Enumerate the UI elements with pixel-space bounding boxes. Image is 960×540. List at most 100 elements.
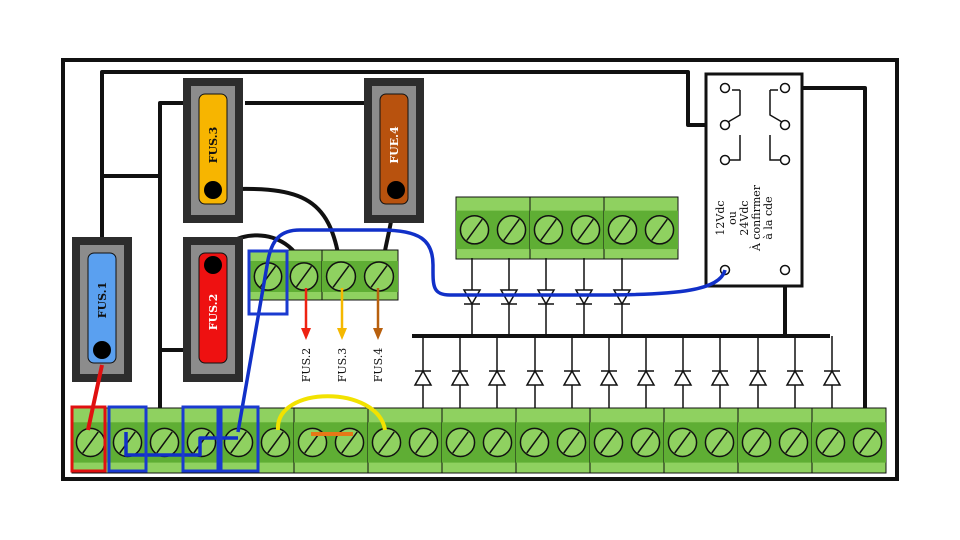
relay-line-4: À confirmer <box>749 184 763 252</box>
relay-coil-text: 12Vdc ou 24Vdc À confirmer à la cde <box>714 184 775 252</box>
upper-terminal-block-unit <box>603 196 679 260</box>
terminal-screw[interactable] <box>260 427 291 458</box>
fuse-label-2: FUS.2 <box>207 294 220 330</box>
fuse-holder-4: FUE.4 <box>364 78 424 223</box>
fuse-label-1: FUS.1 <box>96 282 109 318</box>
output-label-fus4: FUS.4 <box>372 348 385 383</box>
fuse-terminal-1 <box>93 341 111 359</box>
fuse-label-4: FUE.4 <box>388 126 401 164</box>
fuse-terminal-4 <box>387 181 405 199</box>
terminal-screw[interactable] <box>445 427 476 458</box>
fuse-terminal-3 <box>204 181 222 199</box>
relay-line-3: 24Vdc <box>738 200 751 235</box>
diode <box>710 336 730 420</box>
terminal-screw[interactable] <box>815 427 846 458</box>
diode <box>413 336 433 420</box>
upper-terminal-block-unit <box>455 196 531 260</box>
fuse-body-2[interactable] <box>198 252 228 364</box>
terminal-screw[interactable] <box>778 427 809 458</box>
wire-blue-bridge <box>124 432 238 457</box>
enclosure-border <box>61 58 899 481</box>
fuse-label-3: FUS.3 <box>207 127 220 163</box>
relay-line-1: 12Vdc <box>714 200 727 235</box>
output-label-fus3: FUS.3 <box>336 348 349 383</box>
bottom-terminal-block <box>293 407 369 474</box>
highlight-blue-3 <box>219 405 260 473</box>
fuse-output-block-b <box>321 249 399 301</box>
terminal-screw[interactable] <box>363 261 395 292</box>
wire-yellow-bridge <box>275 394 387 431</box>
diode <box>462 258 482 336</box>
diode <box>487 336 507 420</box>
terminal-screw[interactable] <box>593 427 624 458</box>
terminal-screw[interactable] <box>149 427 180 458</box>
diode <box>673 336 693 420</box>
diode <box>599 336 619 420</box>
highlight-red <box>70 405 107 473</box>
terminal-screw[interactable] <box>570 215 601 245</box>
upper-diodes <box>462 258 632 336</box>
fuse-output-terminal-block <box>249 249 399 301</box>
fuse-body-3[interactable] <box>198 93 228 205</box>
fuse-body-1[interactable] <box>87 252 117 364</box>
terminal-screw[interactable] <box>533 215 564 245</box>
terminal-screw[interactable] <box>607 215 638 245</box>
bottom-terminal-block <box>589 407 665 474</box>
terminal-screw[interactable] <box>741 427 772 458</box>
diode <box>499 258 519 336</box>
bottom-terminal-block <box>663 407 739 474</box>
terminal-screw[interactable] <box>223 427 254 458</box>
diode <box>525 336 545 420</box>
terminal-screw[interactable] <box>408 427 439 458</box>
diode <box>574 258 594 336</box>
wire-relay-to-last-terminal <box>785 86 867 432</box>
relay-line-2: ou <box>726 211 739 225</box>
fuse-holder-1: FUS.1 <box>72 237 132 382</box>
diode <box>636 336 656 420</box>
blue-wires <box>124 228 727 457</box>
terminal-screw[interactable] <box>289 262 319 291</box>
upper-terminal-block <box>455 196 679 260</box>
diode <box>785 336 805 420</box>
output-label-fus2: FUS.2 <box>300 348 313 383</box>
terminal-screw[interactable] <box>630 427 661 458</box>
fuse-terminal-2 <box>204 256 222 274</box>
relay-line-5: à la cde <box>762 196 775 239</box>
terminal-screw[interactable] <box>325 261 357 292</box>
relay: 12Vdc ou 24Vdc À confirmer à la cde <box>704 72 804 288</box>
bottom-terminal-block <box>737 407 813 474</box>
terminal-screw[interactable] <box>371 427 402 458</box>
terminal-screw[interactable] <box>704 427 735 458</box>
highlight-boxes <box>70 249 289 473</box>
bottom-terminal-strip <box>71 407 887 474</box>
bottom-terminal-block <box>515 407 591 474</box>
terminal-screw[interactable] <box>644 215 675 245</box>
terminal-screw[interactable] <box>519 427 550 458</box>
highlight-blue-1 <box>107 405 148 473</box>
bottom-terminal-block <box>811 407 887 474</box>
diode <box>536 258 556 336</box>
terminal-screw[interactable] <box>852 427 883 458</box>
terminal-screw[interactable] <box>482 427 513 458</box>
diode <box>562 336 582 420</box>
terminal-screw[interactable] <box>556 427 587 458</box>
wire-red-fus1 <box>86 364 104 431</box>
fuse-holder-2: FUS.2 <box>183 237 243 382</box>
highlight-blue-4 <box>247 249 289 316</box>
output-arrows: FUS.2 FUS.3 FUS.4 <box>300 288 385 382</box>
diode <box>612 258 632 336</box>
wire-fus1-to-relay <box>100 70 725 350</box>
bottom-terminal-block <box>441 407 517 474</box>
wire-blue-relay-coil <box>236 228 727 433</box>
fuse-body-4[interactable] <box>379 93 409 205</box>
upper-terminal-block-unit <box>529 196 605 260</box>
terminal-screw[interactable] <box>496 215 527 245</box>
terminal-screw[interactable] <box>75 427 106 458</box>
lower-diodes <box>413 336 842 420</box>
highlight-blue-2 <box>181 405 220 473</box>
terminal-screw[interactable] <box>667 427 698 458</box>
diode <box>450 336 470 420</box>
terminal-screw[interactable] <box>459 215 490 245</box>
diode <box>822 336 842 420</box>
